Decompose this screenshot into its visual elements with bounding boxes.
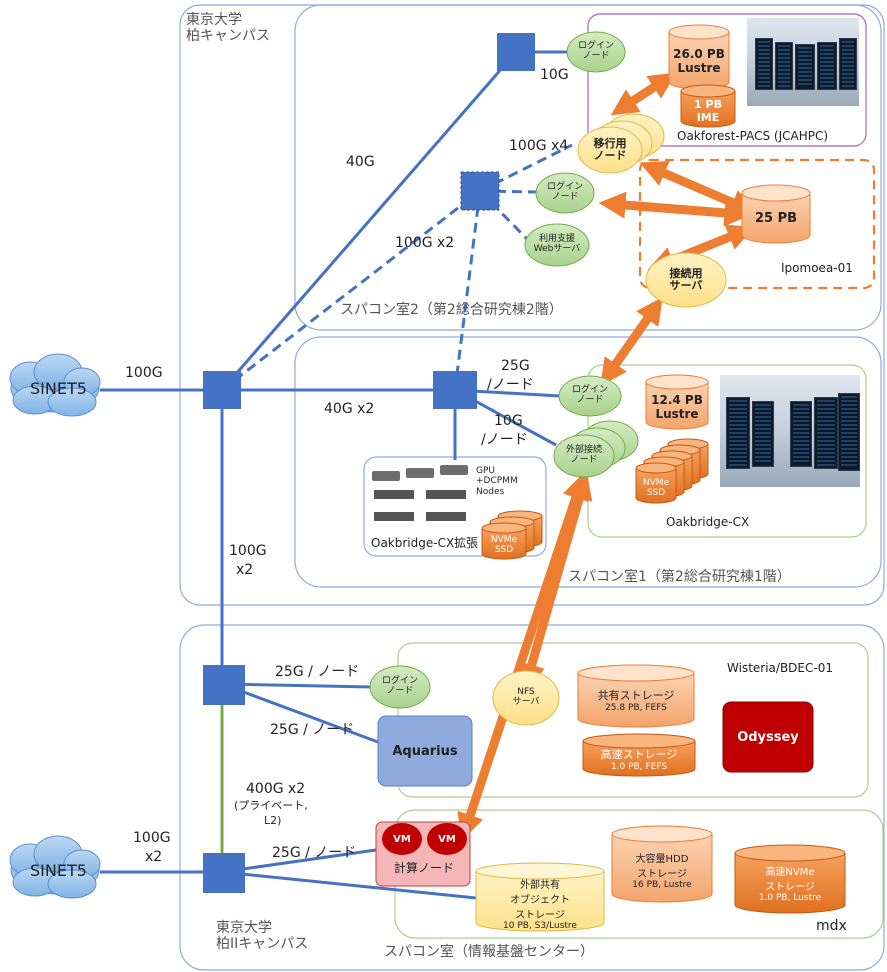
switch-room1 xyxy=(433,371,477,409)
room2-label: スパコン室2（第2総合研究棟2階） xyxy=(340,302,563,318)
link-private-1: 400G x2 xyxy=(246,781,306,797)
switch-mdx xyxy=(203,853,245,893)
campus1-line2: 柏キャンパス xyxy=(186,28,270,45)
ofp-login-shape xyxy=(566,31,626,73)
link-ofp-switch: 40G xyxy=(346,154,375,170)
sinet-top-label: SINET5 xyxy=(30,379,87,398)
link-private-3: L2) xyxy=(264,814,282,827)
campus2-line2: 柏IIキャンパス xyxy=(216,936,309,953)
odyssey-label[interactable]: Odyssey xyxy=(737,729,799,745)
sinet-bottom-label: SINET5 xyxy=(30,861,87,880)
connect-server[interactable]: 接続用サーバ xyxy=(669,266,703,292)
link-migration: 100G x4 xyxy=(509,138,569,154)
cx-ext-label: Oakbridge-CX拡張 xyxy=(371,536,479,550)
link-room2-switch: 100G x2 xyxy=(395,235,455,251)
switch-wisteria xyxy=(203,665,245,705)
cx-ext-shape-1 xyxy=(553,434,615,478)
link-mdx-calc: 25G / ノード xyxy=(272,845,357,861)
ipo-login-node[interactable]: ログインノード xyxy=(546,182,583,202)
calc-node-label[interactable]: 計算ノード xyxy=(394,861,455,875)
campus2-label: 東京大学 柏IIキャンパス xyxy=(216,920,308,952)
ipo-web-shape xyxy=(524,223,590,267)
ext-nvme-stack-shape xyxy=(481,510,543,560)
ofp-label: Oakforest-PACS (JCAHPC) xyxy=(677,129,829,143)
ipomoea-label: Ipomoea-01 xyxy=(781,261,853,275)
cx-ext-node[interactable]: 外部接続ノード xyxy=(565,445,602,465)
dashed-links xyxy=(221,143,573,392)
link-sinet-bottom-1: 100G xyxy=(133,830,171,846)
wisteria-label: Wisteria/BDEC-01 xyxy=(727,661,833,675)
mdx-label: mdx xyxy=(816,918,847,934)
ofp-login-node[interactable]: ログインノード xyxy=(577,41,614,61)
cx-login-shape xyxy=(558,375,622,417)
cx-photo xyxy=(720,375,860,487)
link-vertical-2: x2 xyxy=(236,562,254,578)
storage-shapes xyxy=(475,24,846,932)
link-room1-switch: 40G x2 xyxy=(324,401,375,417)
migration-shape-1 xyxy=(577,126,643,174)
ofp-system-box xyxy=(587,13,867,147)
sinet-cloud-bottom-shape xyxy=(9,835,101,899)
connect-shape xyxy=(645,252,727,308)
link-wis-login: 25G / ノード xyxy=(275,664,360,680)
vm1-label: VM xyxy=(393,833,411,845)
cx-login-node[interactable]: ログインノード xyxy=(571,385,608,405)
switch-ofp xyxy=(497,33,535,71)
link-vertical-1: 100G xyxy=(229,543,267,559)
switch-core xyxy=(203,371,241,409)
nfs-shape xyxy=(492,670,560,726)
cx-nvme-stack-shape xyxy=(635,438,709,504)
link-ext-cx-1: 10G xyxy=(494,413,523,429)
aquarius-shape xyxy=(377,715,473,787)
link-login-cx-1: 25G xyxy=(501,358,530,374)
room1-label: スパコン室1（第2総合研究棟1階） xyxy=(568,569,791,585)
link-wis-aquarius: 25G / ノード xyxy=(270,722,355,738)
vm2-shape xyxy=(427,823,467,855)
wis-login-node[interactable]: ログインノード xyxy=(381,676,418,696)
gpu-servers-shape xyxy=(372,465,468,521)
vm1-shape xyxy=(382,823,422,855)
cx-label: Oakbridge-CX xyxy=(666,515,750,529)
link-sinet-bottom-2: x2 xyxy=(145,849,163,865)
link-ofp-10g: 10G xyxy=(540,67,569,83)
sinet-cloud-top-shape xyxy=(9,353,101,417)
campus2-line1: 東京大学 xyxy=(216,920,272,936)
campus1-line1: 東京大学 xyxy=(186,12,242,28)
room-info-label: スパコン室（情報基盤センター） xyxy=(384,944,594,960)
campus1-label: 東京大学 柏キャンパス xyxy=(186,12,270,44)
link-ext-cx-2: /ノード xyxy=(481,432,528,448)
network-links xyxy=(100,50,568,900)
switch-room2 xyxy=(460,171,500,211)
odyssey-shape xyxy=(722,701,814,773)
ofp-photo xyxy=(747,18,859,106)
aquarius-label[interactable]: Aquarius xyxy=(392,743,458,759)
link-login-cx-2: /ノード xyxy=(487,377,534,393)
vm2-label: VM xyxy=(438,833,456,845)
link-private-2: (プライベート, xyxy=(234,799,308,812)
ipomoea-storage: 25 PB xyxy=(754,210,798,226)
wis-login-shape xyxy=(369,665,431,709)
link-sinet-top: 100G xyxy=(125,365,163,381)
migration-node[interactable]: 移行用ノード xyxy=(593,136,627,162)
ipo-login-shape xyxy=(535,172,595,214)
room2-region xyxy=(294,4,882,331)
orange-nfs-link xyxy=(518,472,593,691)
